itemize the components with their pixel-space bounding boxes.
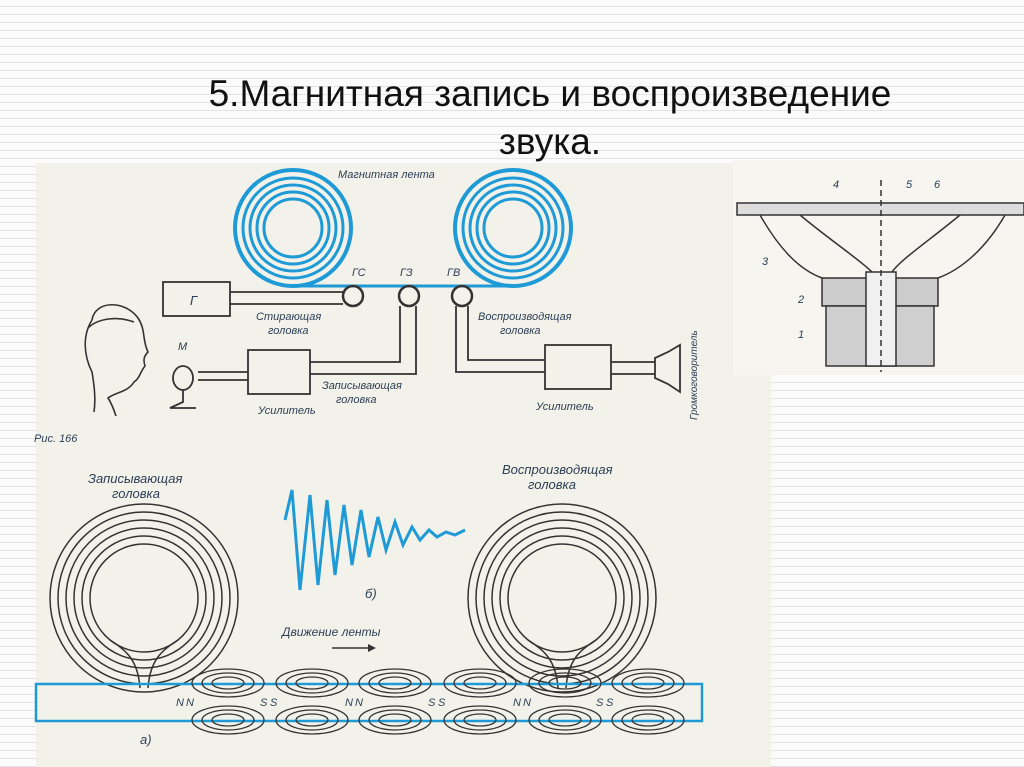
recording-head-label-2: головка	[112, 486, 160, 501]
generator-label: Г	[190, 293, 198, 308]
pole-10: N	[523, 697, 531, 709]
slide-title-line2: звука.	[498, 121, 602, 162]
heads	[341, 284, 474, 308]
wiring	[162, 281, 681, 409]
speaker-num-6: 6	[934, 179, 941, 191]
tape-motion-arrowhead	[368, 644, 376, 652]
waveform	[283, 489, 466, 591]
mic-label: М	[178, 341, 188, 353]
playback-head-top-label-2: головка	[500, 325, 541, 337]
head-gv-label: ГВ	[447, 267, 460, 279]
figure-caption: Рис. 166	[34, 433, 78, 445]
head-gz-label: ГЗ	[400, 267, 413, 279]
speaker-num-3: 3	[762, 256, 769, 268]
playback-head-label-1: Воспроизводящая	[502, 462, 613, 477]
pole-4: S	[270, 697, 278, 709]
recording-head-top-label-1: Записывающая	[322, 380, 402, 392]
speaker-num-1: 1	[798, 329, 804, 341]
label-a: а)	[140, 732, 152, 747]
reel-right	[453, 168, 573, 288]
pole-2: N	[186, 697, 194, 709]
recording-head-top-label-2: головка	[336, 394, 377, 406]
speaker-num-2: 2	[797, 294, 804, 306]
recording-head-label-1: Записывающая	[88, 471, 182, 486]
pole-11: S	[596, 697, 604, 709]
slide-title-line1: 5.Магнитная запись и воспроизведение	[208, 73, 892, 114]
pole-12: S	[606, 697, 614, 709]
pole-3: S	[260, 697, 268, 709]
amp-right-label: Усилитель	[535, 401, 594, 413]
playback-ring	[467, 503, 657, 693]
domains	[191, 668, 685, 735]
erasing-head-label-1: Стирающая	[256, 311, 321, 323]
speaker-section	[736, 180, 1024, 372]
slide-title: 5.Магнитная запись и воспроизведение зву…	[0, 70, 1024, 166]
amp-left-label: Усилитель	[257, 405, 316, 417]
tape-label: Магнитная лента	[338, 169, 435, 181]
playback-head-top-label-1: Воспроизводящая	[478, 311, 572, 323]
pole-5: N	[345, 697, 353, 709]
recording-ring	[49, 503, 239, 693]
speaker-label: Громкоговоритель	[689, 330, 700, 420]
pole-7: S	[428, 697, 436, 709]
speaker-num-4: 4	[833, 179, 839, 191]
playback-head-label-2: головка	[528, 477, 576, 492]
speaker-num-5: 5	[906, 179, 913, 191]
pole-6: N	[355, 697, 363, 709]
pole-8: S	[438, 697, 446, 709]
person-head-drawing	[84, 304, 149, 417]
head-gs-label: ГС	[352, 267, 366, 279]
reel-left	[233, 168, 353, 288]
label-b: б)	[365, 586, 377, 601]
pole-1: N	[176, 697, 184, 709]
pole-9: N	[513, 697, 521, 709]
erasing-head-label-2: головка	[268, 325, 309, 337]
tape-motion-label: Движение ленты	[280, 625, 381, 639]
